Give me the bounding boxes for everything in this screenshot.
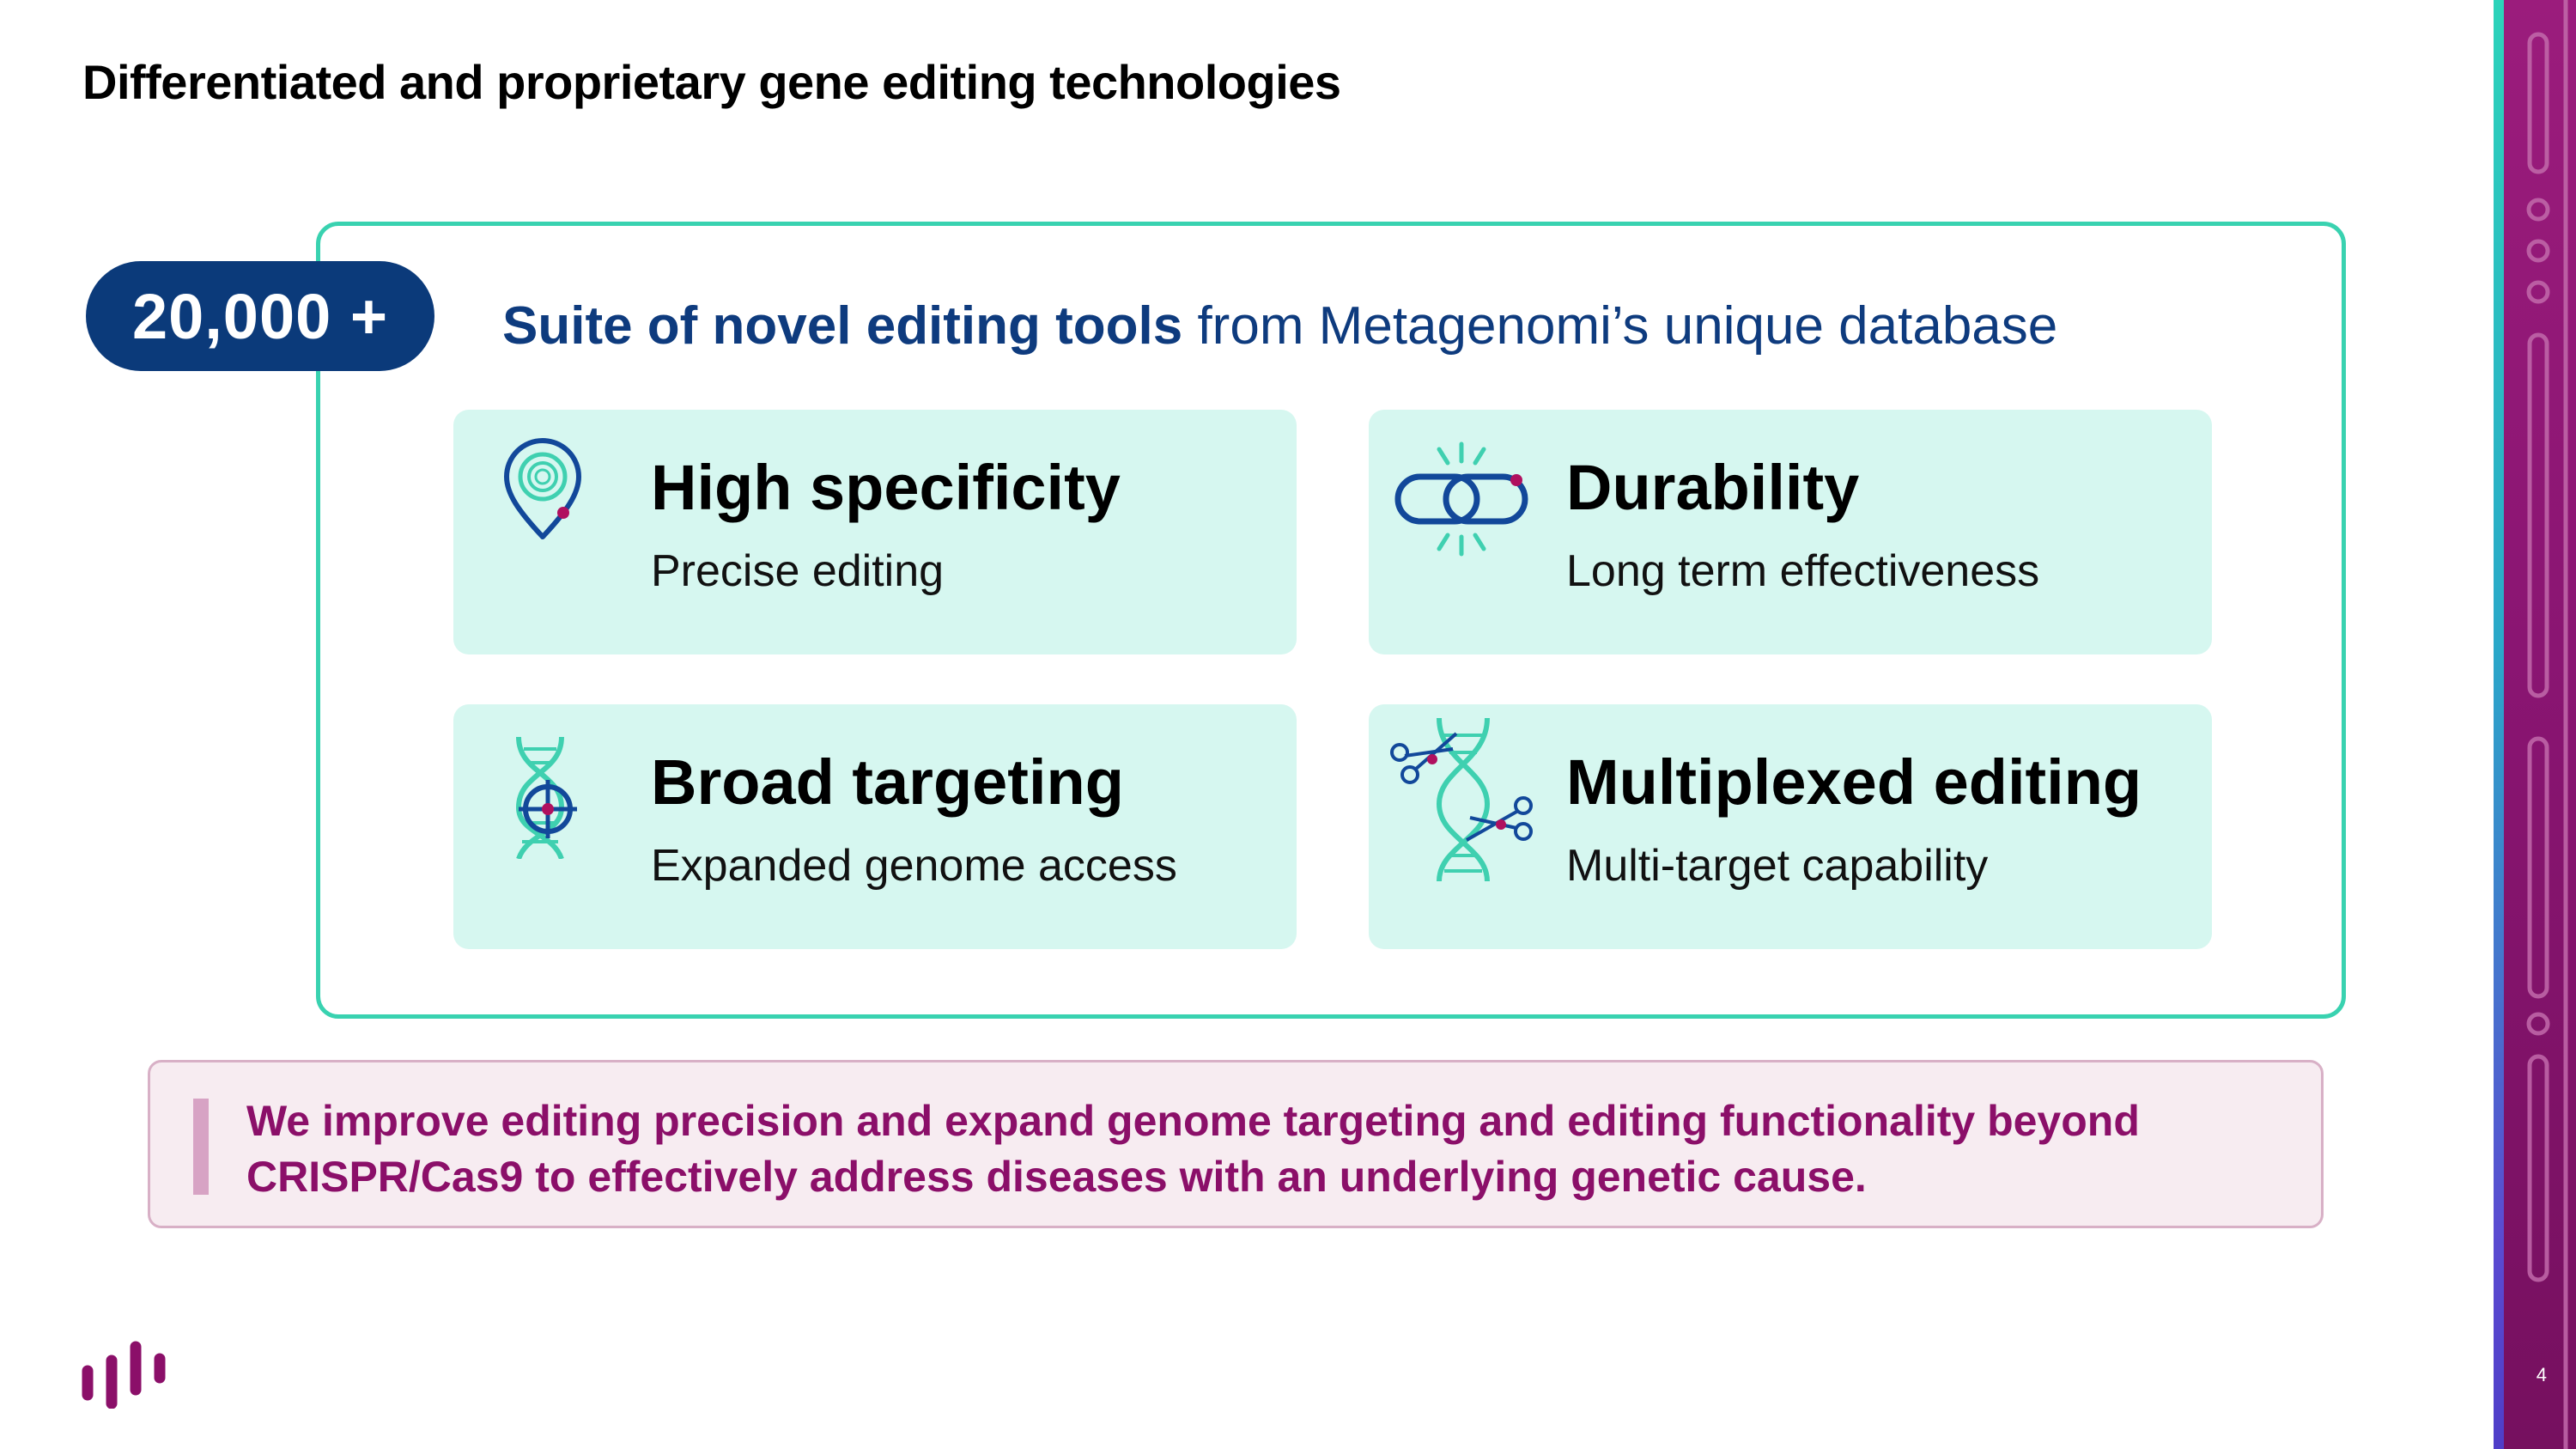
card-title: Broad targeting xyxy=(651,746,1124,818)
slide-title: Differentiated and proprietary gene edit… xyxy=(82,55,1341,109)
card-subtitle: Expanded genome access xyxy=(651,841,1177,891)
dna-target-icon xyxy=(515,736,577,859)
callout-text: We improve editing precision and expand … xyxy=(246,1097,2140,1201)
chain-link-icon xyxy=(1394,441,1528,557)
circuit-pattern xyxy=(2526,0,2568,1449)
card-multiplexed-editing: Multiplexed editing Multi-target capabil… xyxy=(1369,704,2212,949)
location-pin-icon xyxy=(504,438,581,539)
suite-heading: Suite of novel editing tools from Metage… xyxy=(502,296,2058,356)
key-message-callout: We improve editing precision and expand … xyxy=(148,1060,2324,1228)
card-title: Multiplexed editing xyxy=(1566,746,2142,818)
callout-accent-bar xyxy=(193,1099,209,1195)
dna-scissors-icon xyxy=(1390,718,1533,881)
card-high-specificity: High specificity Precise editing xyxy=(453,410,1297,654)
card-title: High specificity xyxy=(651,452,1121,523)
suite-heading-rest: from Metagenomi’s unique database xyxy=(1182,296,2058,356)
decorative-side-strip: 4 xyxy=(2494,0,2576,1449)
card-subtitle: Long term effectiveness xyxy=(1566,546,2040,596)
card-durability: Durability Long term effectiveness xyxy=(1369,410,2212,654)
card-title: Durability xyxy=(1566,452,1860,523)
card-subtitle: Multi-target capability xyxy=(1566,841,1989,891)
page-number: 4 xyxy=(2536,1364,2547,1385)
count-badge: 20,000 + xyxy=(86,261,434,371)
company-logo xyxy=(82,1341,166,1409)
side-strip-edge xyxy=(2494,0,2504,1449)
card-broad-targeting: Broad targeting Expanded genome access xyxy=(453,704,1297,949)
suite-heading-bold: Suite of novel editing tools xyxy=(502,296,1183,356)
card-subtitle: Precise editing xyxy=(651,546,945,596)
